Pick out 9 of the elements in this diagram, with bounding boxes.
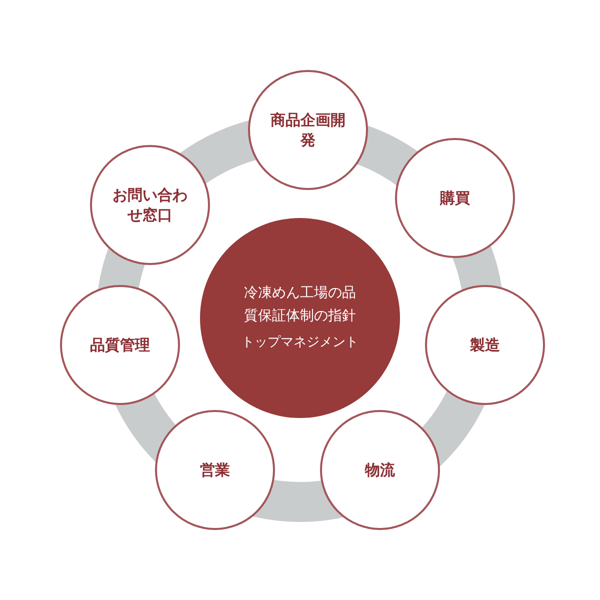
department-label: 商品企画開発 <box>270 110 346 150</box>
department-label: 物流 <box>364 460 396 480</box>
department-label: 製造 <box>469 334 501 356</box>
department-label: 営業 <box>199 460 231 480</box>
department-label: 品質管理 <box>89 334 151 356</box>
center-title: 冷凍めん工場の品質保証体制の指針 <box>243 284 357 326</box>
department-label: お問い合わせ窓口 <box>112 184 188 226</box>
department-label: 購買 <box>438 188 471 208</box>
center-subtitle: トップマネジメント <box>242 334 358 352</box>
